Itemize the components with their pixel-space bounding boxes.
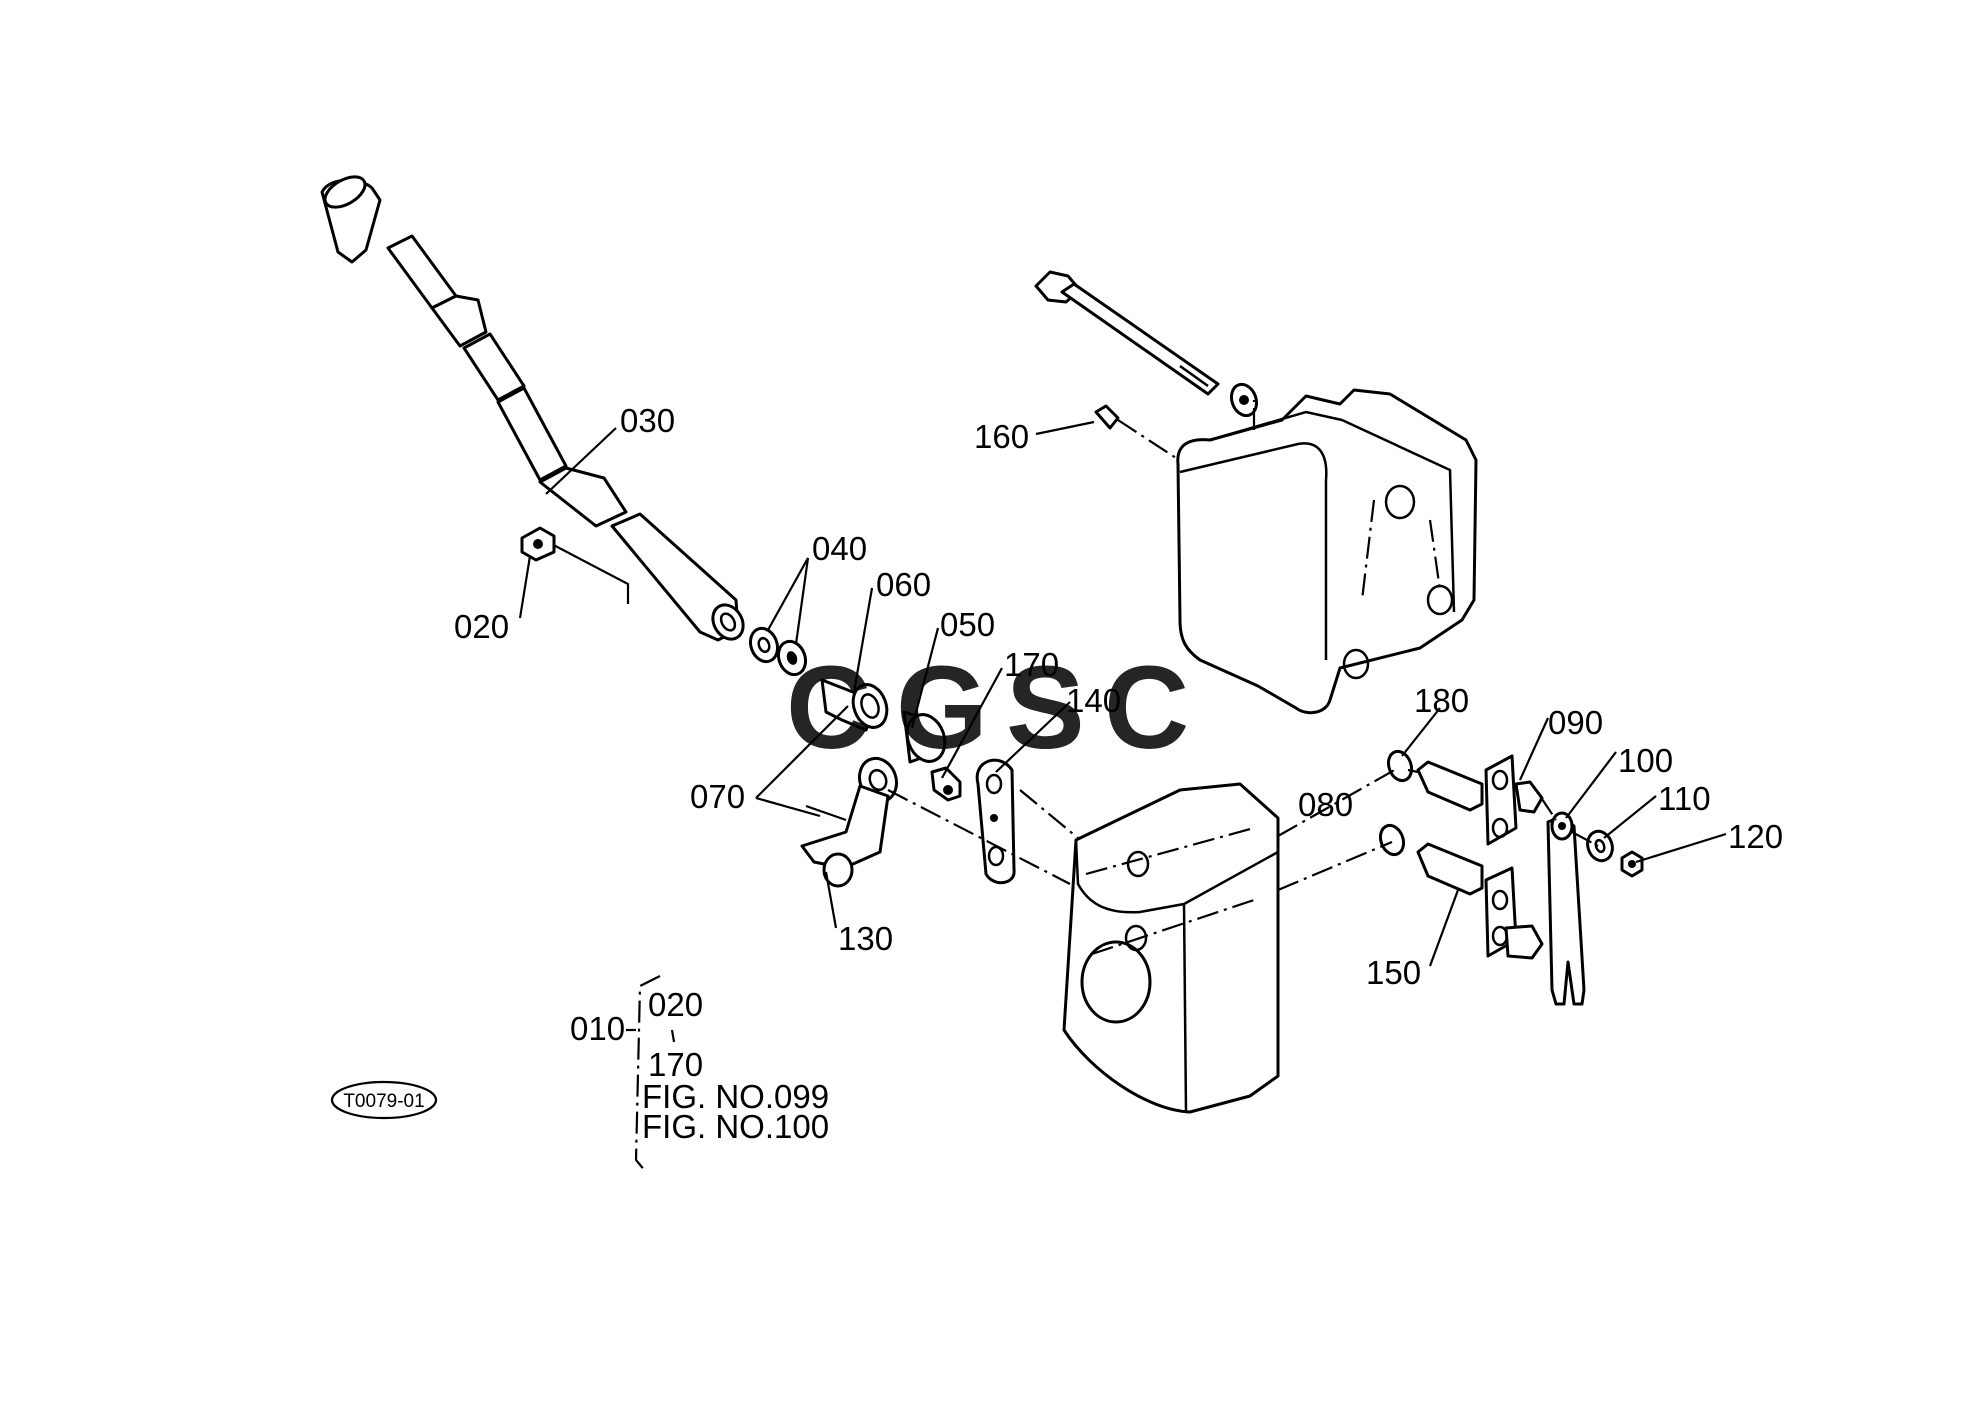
label-130: 130 <box>838 920 893 957</box>
label-030: 030 <box>620 402 675 439</box>
leader-lines <box>518 420 1727 967</box>
label-080: 080 <box>1298 786 1353 823</box>
alignment-lines <box>887 400 1599 892</box>
part-180-oring <box>1386 749 1414 783</box>
part-labels: 030 020 040 060 050 170 140 070 130 160 … <box>454 402 1783 991</box>
part-060-pin <box>820 678 889 732</box>
upper-housing <box>1176 388 1478 715</box>
watermark-letter-2: G <box>896 642 988 774</box>
watermark-letter-3: S <box>1006 642 1085 774</box>
part-130-arm <box>800 756 899 888</box>
label-150: 150 <box>1366 954 1421 991</box>
label-120: 120 <box>1728 818 1783 855</box>
label-160: 160 <box>974 418 1029 455</box>
bracket-item-2: 170 <box>648 1046 703 1083</box>
label-060: 060 <box>876 566 931 603</box>
label-110: 110 <box>1658 780 1711 817</box>
label-170: 170 <box>1004 646 1059 683</box>
figure-code-badge: T0079-01 <box>330 1080 438 1120</box>
part-100-fork-lever <box>1546 811 1586 1006</box>
part-150-shaft <box>1416 842 1544 960</box>
part-080-oring <box>1378 823 1406 857</box>
label-050: 050 <box>940 606 995 643</box>
watermark-letter-4: C <box>1104 642 1189 774</box>
label-070: 070 <box>690 778 745 815</box>
lower-housing <box>1062 782 1280 1114</box>
bracket-item-4: FIG. NO.100 <box>642 1108 829 1145</box>
part-120-nut <box>1620 850 1644 878</box>
watermark-letter-1: C <box>786 642 871 774</box>
label-020: 020 <box>454 608 509 645</box>
label-010: 010 <box>570 1010 625 1047</box>
label-100: 100 <box>1618 742 1673 779</box>
part-040-washers <box>748 626 808 677</box>
part-110-washer <box>1586 829 1614 863</box>
part-140-link-plate <box>975 758 1016 885</box>
figure-code: T0079-01 <box>343 1091 424 1112</box>
watermark: C G S C <box>786 642 1189 774</box>
label-180: 180 <box>1414 682 1469 719</box>
label-090: 090 <box>1548 704 1603 741</box>
part-020-nut <box>520 526 556 562</box>
bracket-item-3: FIG. NO.099 <box>642 1078 829 1115</box>
assembly-bracket: 010 020 170 FIG. NO.099 FIG. NO.100 <box>570 975 829 1173</box>
part-160-bolt <box>1034 270 1259 430</box>
bracket-item-1: 020 <box>648 986 703 1023</box>
part-090-shaft <box>1416 754 1544 846</box>
control-lever <box>320 175 745 642</box>
label-140: 140 <box>1066 682 1121 719</box>
part-170-bolt <box>930 766 962 802</box>
label-040: 040 <box>812 530 867 567</box>
